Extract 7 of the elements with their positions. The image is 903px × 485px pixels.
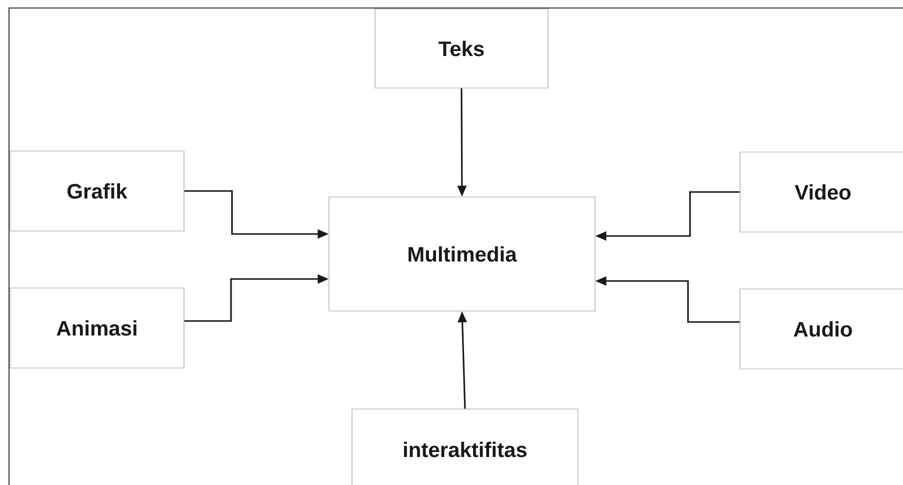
process-box: Animasi [10, 288, 184, 368]
process-box: interaktifitas [352, 408, 578, 485]
process-box: Teks [374, 8, 548, 88]
process-box: Audio [740, 288, 903, 370]
process-box: Grafik [10, 150, 184, 232]
process-box: Video [740, 152, 903, 232]
process-box: Multimedia [328, 196, 596, 312]
